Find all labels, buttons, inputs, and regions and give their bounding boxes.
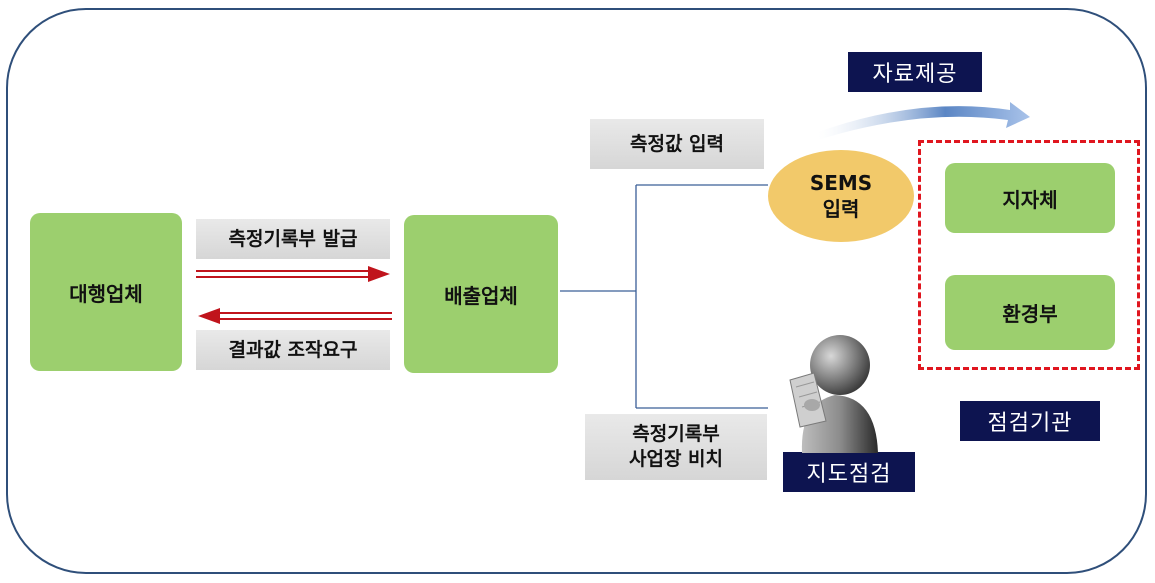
- measurement-input-text: 측정값 입력: [629, 132, 724, 155]
- person-reading-icon: [789, 335, 878, 453]
- agency-label: 대행업체: [69, 281, 143, 306]
- agency-node: 대행업체: [30, 213, 182, 371]
- measurement-input-label: 측정값 입력: [590, 119, 764, 169]
- ministry-node: 환경부: [945, 275, 1115, 350]
- issue-record-label: 측정기록부 발급: [196, 219, 390, 259]
- emitter-label: 배출업체: [444, 283, 518, 308]
- local-gov-node: 지자체: [945, 163, 1115, 233]
- sems-text-1: SEMS: [809, 171, 873, 195]
- local-gov-label: 지자체: [1002, 187, 1058, 212]
- record-onsite-text-2: 사업장 비치: [628, 448, 723, 470]
- sems-text-2: 입력: [822, 197, 860, 221]
- sems-node: SEMS 입력: [768, 150, 914, 242]
- curved-arrow-icon: [818, 102, 1030, 140]
- record-onsite-text-1: 측정기록부: [632, 423, 720, 446]
- issue-arrow: [196, 266, 390, 282]
- guidance-inspection-label: 지도점검: [783, 452, 915, 492]
- data-provision-text: 자료제공: [872, 62, 958, 87]
- data-provision-label: 자료제공: [848, 52, 982, 92]
- inspection-agency-text: 점검기관: [987, 411, 1073, 436]
- inspection-agency-label: 점검기관: [960, 401, 1100, 441]
- diagram-frame: [6, 8, 1147, 574]
- manipulation-request-label: 결과값 조작요구: [196, 330, 390, 370]
- record-onsite-label: 측정기록부 사업장 비치: [585, 414, 767, 480]
- guidance-inspection-text: 지도점검: [806, 462, 892, 487]
- emitter-node: 배출업체: [404, 215, 558, 373]
- manipulation-arrow: [198, 308, 392, 324]
- branch-connector: [560, 184, 768, 409]
- issue-record-text: 측정기록부 발급: [228, 227, 358, 250]
- ministry-label: 환경부: [1002, 302, 1058, 326]
- inspection-agency-group: [918, 140, 1140, 370]
- manipulation-request-text: 결과값 조작요구: [228, 338, 358, 361]
